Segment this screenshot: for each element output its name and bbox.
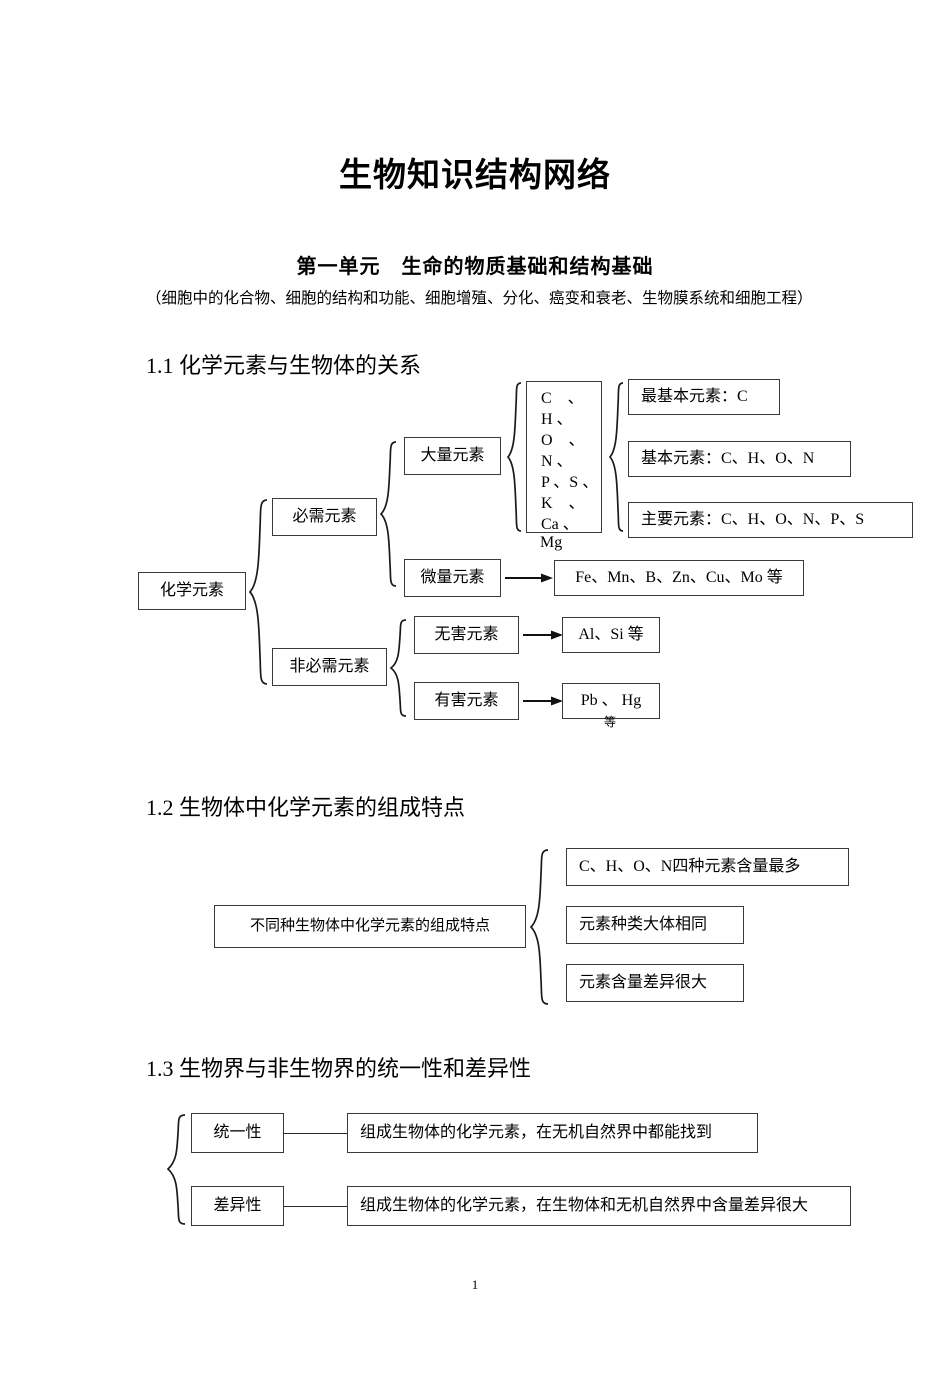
node-element-composition-features: 不同种生物体中化学元素的组成特点 <box>214 905 526 948</box>
node-harmless-elements: 无害元素 <box>414 616 519 654</box>
node-nonessential-elements: 非必需元素 <box>272 648 387 686</box>
node-basic-elements: 基本元素：C、H、O、N <box>628 441 851 477</box>
brace-macro-right <box>607 381 625 533</box>
brace-macro-left <box>505 381 523 533</box>
harmful-element-list-overflow: 等 <box>604 715 617 729</box>
arrow-harmless-elements <box>523 629 563 641</box>
node-composition-feature-1: C、H、O、N四种元素含量最多 <box>566 848 849 886</box>
brace-root <box>247 498 269 686</box>
section-heading-1-2: 1.2 生物体中化学元素的组成特点 <box>146 795 466 820</box>
node-most-basic-elements: 最基本元素：C <box>628 379 780 415</box>
macro-element-line: C 、 <box>541 390 584 407</box>
brace-unity-difference <box>165 1113 187 1226</box>
section-heading-1-3: 1.3 生物界与非生物界的统一性和差异性 <box>146 1056 532 1081</box>
brace-nonessential <box>388 618 408 718</box>
node-composition-feature-3: 元素含量差异很大 <box>566 964 744 1002</box>
node-chemical-elements: 化学元素 <box>138 572 246 610</box>
unit-title: 第一单元 生命的物质基础和结构基础 <box>296 256 654 278</box>
page-number: 1 <box>471 1277 479 1292</box>
macro-element-line: N 、 <box>541 453 573 470</box>
arrow-trace-elements <box>505 572 553 584</box>
node-harmful-element-list: Pb 、 Hg <box>562 683 660 719</box>
node-main-elements: 主要元素：C、H、O、N、P、S <box>628 502 913 538</box>
node-essential-elements: 必需元素 <box>272 498 377 536</box>
connector-unity <box>284 1133 348 1134</box>
macro-element-line: O 、 <box>541 432 585 449</box>
macro-element-list-box: C 、 H 、 O 、 N 、 P 、S 、 K 、 Ca 、 <box>526 381 602 533</box>
macro-element-overflow: Mg <box>540 534 563 551</box>
macro-element-line: K 、 <box>541 495 585 512</box>
brace-essential <box>378 440 398 588</box>
macro-element-line: Ca 、 <box>541 516 579 533</box>
arrow-harmful-elements <box>523 695 563 707</box>
page-title: 生物知识结构网络 <box>339 156 611 193</box>
node-trace-element-list: Fe、Mn、B、Zn、Cu、Mo 等 <box>554 560 804 596</box>
macro-element-line: H 、 <box>541 411 573 428</box>
node-macro-elements: 大量元素 <box>404 437 501 475</box>
node-composition-feature-2: 元素种类大体相同 <box>566 906 744 944</box>
node-difference-text: 组成生物体的化学元素，在生物体和无机自然界中含量差异很大 <box>347 1186 851 1226</box>
node-harmless-element-list: Al、Si 等 <box>562 617 660 653</box>
node-trace-elements: 微量元素 <box>404 559 501 597</box>
node-difference-label: 差异性 <box>191 1186 284 1226</box>
brace-composition <box>528 848 550 1006</box>
unit-subtitle: （细胞中的化合物、细胞的结构和功能、细胞增殖、分化、癌变和衰老、生物膜系统和细胞… <box>146 290 813 307</box>
node-unity-text: 组成生物体的化学元素，在无机自然界中都能找到 <box>347 1113 758 1153</box>
node-unity-label: 统一性 <box>191 1113 284 1153</box>
section-heading-1-1: 1.1 化学元素与生物体的关系 <box>146 353 422 378</box>
node-harmful-elements: 有害元素 <box>414 682 519 720</box>
macro-element-line: P 、S 、 <box>541 474 599 491</box>
connector-difference <box>284 1206 348 1207</box>
